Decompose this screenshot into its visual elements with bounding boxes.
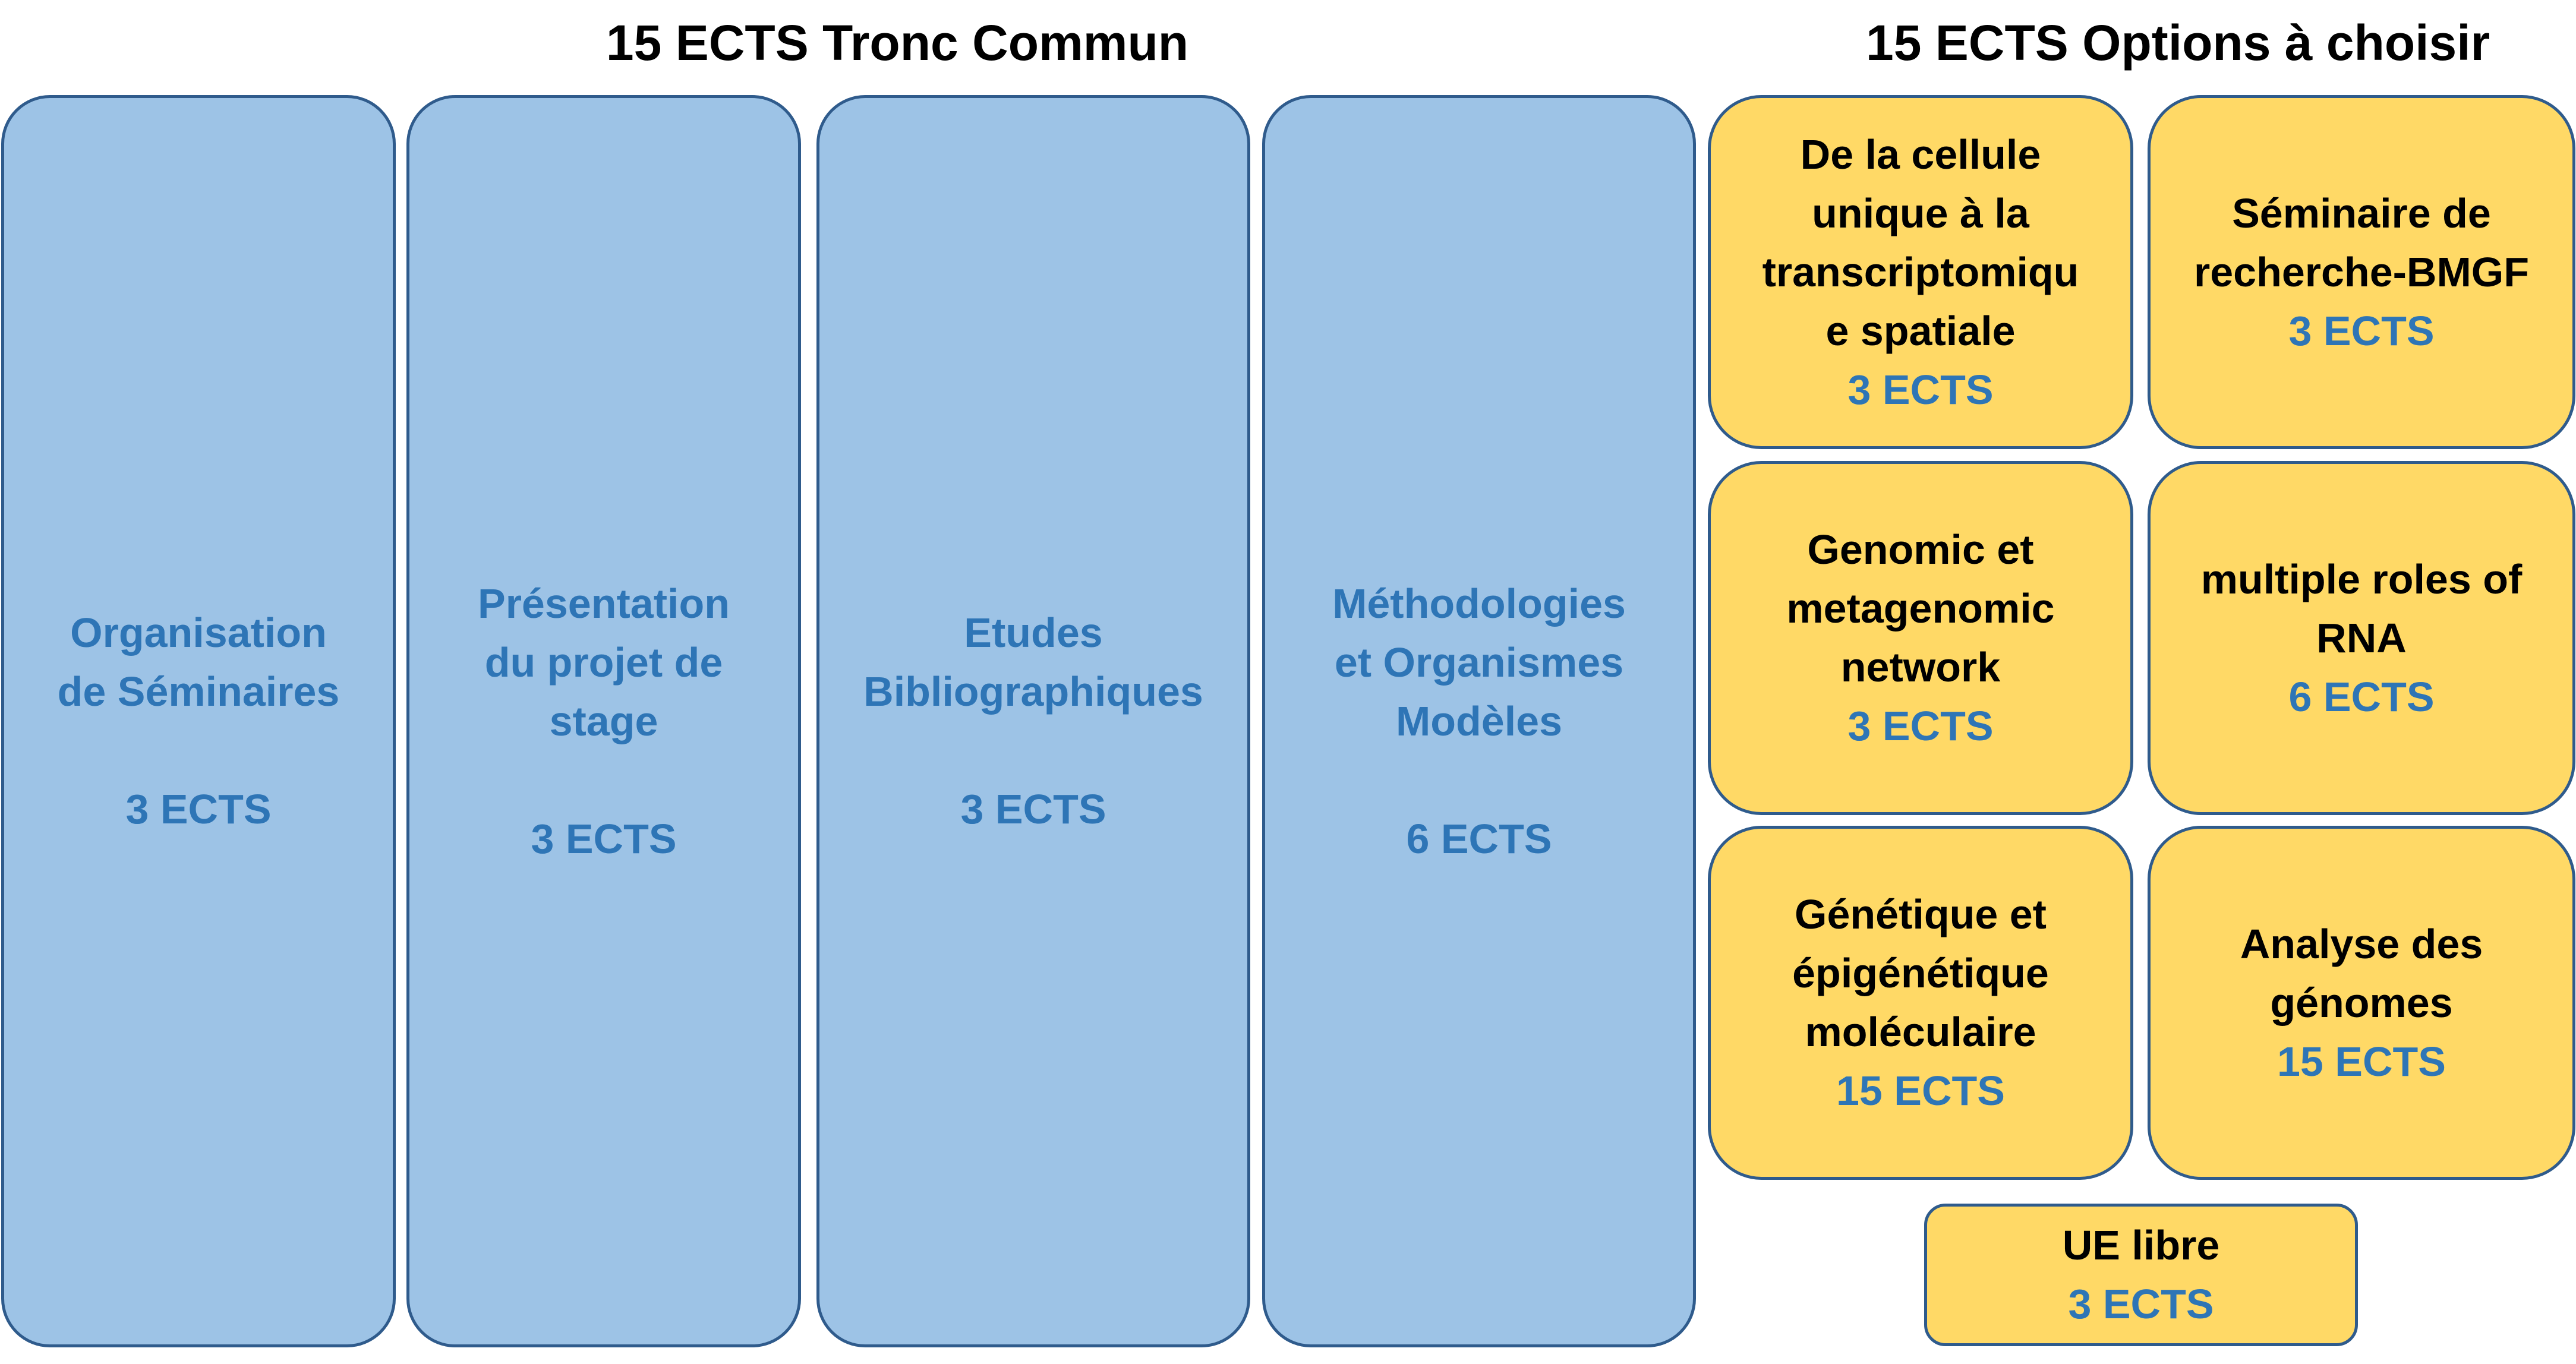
module-ects: 6 ECTS	[1406, 815, 1552, 862]
option-module-rna-roles: multiple roles of RNA 6 ECTS	[2148, 461, 2575, 815]
module-title: UE libre	[2062, 1222, 2220, 1268]
core-module-projet-stage: Présentation du projet de stage 3 ECTS	[406, 95, 801, 1347]
option-module-genetique-epigenetique: Génétique et épigénétique moléculaire 15…	[1708, 826, 2133, 1180]
module-title: Présentation du projet de stage	[478, 580, 730, 744]
module-title: multiple roles of RNA	[2200, 555, 2523, 661]
core-module-seminaires: Organisation de Séminaires 3 ECTS	[1, 95, 396, 1347]
module-title: De la cellule unique à la transcriptomiq…	[1762, 131, 2079, 354]
module-title: Génétique et épigénétique moléculaire	[1792, 891, 2049, 1055]
option-module-genomic-network: Genomic et metagenomic network 3 ECTS	[1708, 461, 2133, 815]
options-heading: 15 ECTS Options à choisir	[1866, 15, 2490, 71]
module-ects: 3 ECTS	[2288, 307, 2435, 354]
module-title: Genomic et metagenomic network	[1786, 526, 2055, 690]
module-ects: 15 ECTS	[1836, 1068, 2005, 1114]
module-ects: 3 ECTS	[2068, 1281, 2214, 1327]
core-module-bibliographie: Etudes Bibliographiques 3 ECTS	[816, 95, 1250, 1347]
core-module-methodologies: Méthodologies et Organismes Modèles 6 EC…	[1262, 95, 1696, 1347]
module-ects: 15 ECTS	[2277, 1038, 2446, 1085]
module-ects: 3 ECTS	[531, 815, 677, 862]
core-heading: 15 ECTS Tronc Commun	[606, 15, 1189, 71]
option-module-analyse-genomes: Analyse des génomes 15 ECTS	[2148, 826, 2575, 1180]
option-module-ue-libre: UE libre 3 ECTS	[1924, 1204, 2358, 1346]
module-ects: 6 ECTS	[2288, 673, 2435, 720]
option-module-seminaire-recherche: Séminaire de recherche-BMGF 3 ECTS	[2148, 95, 2575, 449]
option-module-transcriptomique: De la cellule unique à la transcriptomiq…	[1708, 95, 2133, 449]
module-ects: 3 ECTS	[960, 786, 1106, 832]
module-ects: 3 ECTS	[1847, 703, 1994, 749]
module-title: Séminaire de recherche-BMGF	[2193, 190, 2530, 295]
module-title: Organisation de Séminaires	[57, 610, 340, 715]
module-ects: 3 ECTS	[125, 786, 272, 832]
module-title: Etudes Bibliographiques	[863, 610, 1203, 715]
module-ects: 3 ECTS	[1847, 366, 1994, 413]
module-title: Méthodologies et Organismes Modèles	[1332, 580, 1626, 744]
module-title: Analyse des génomes	[2240, 920, 2483, 1026]
